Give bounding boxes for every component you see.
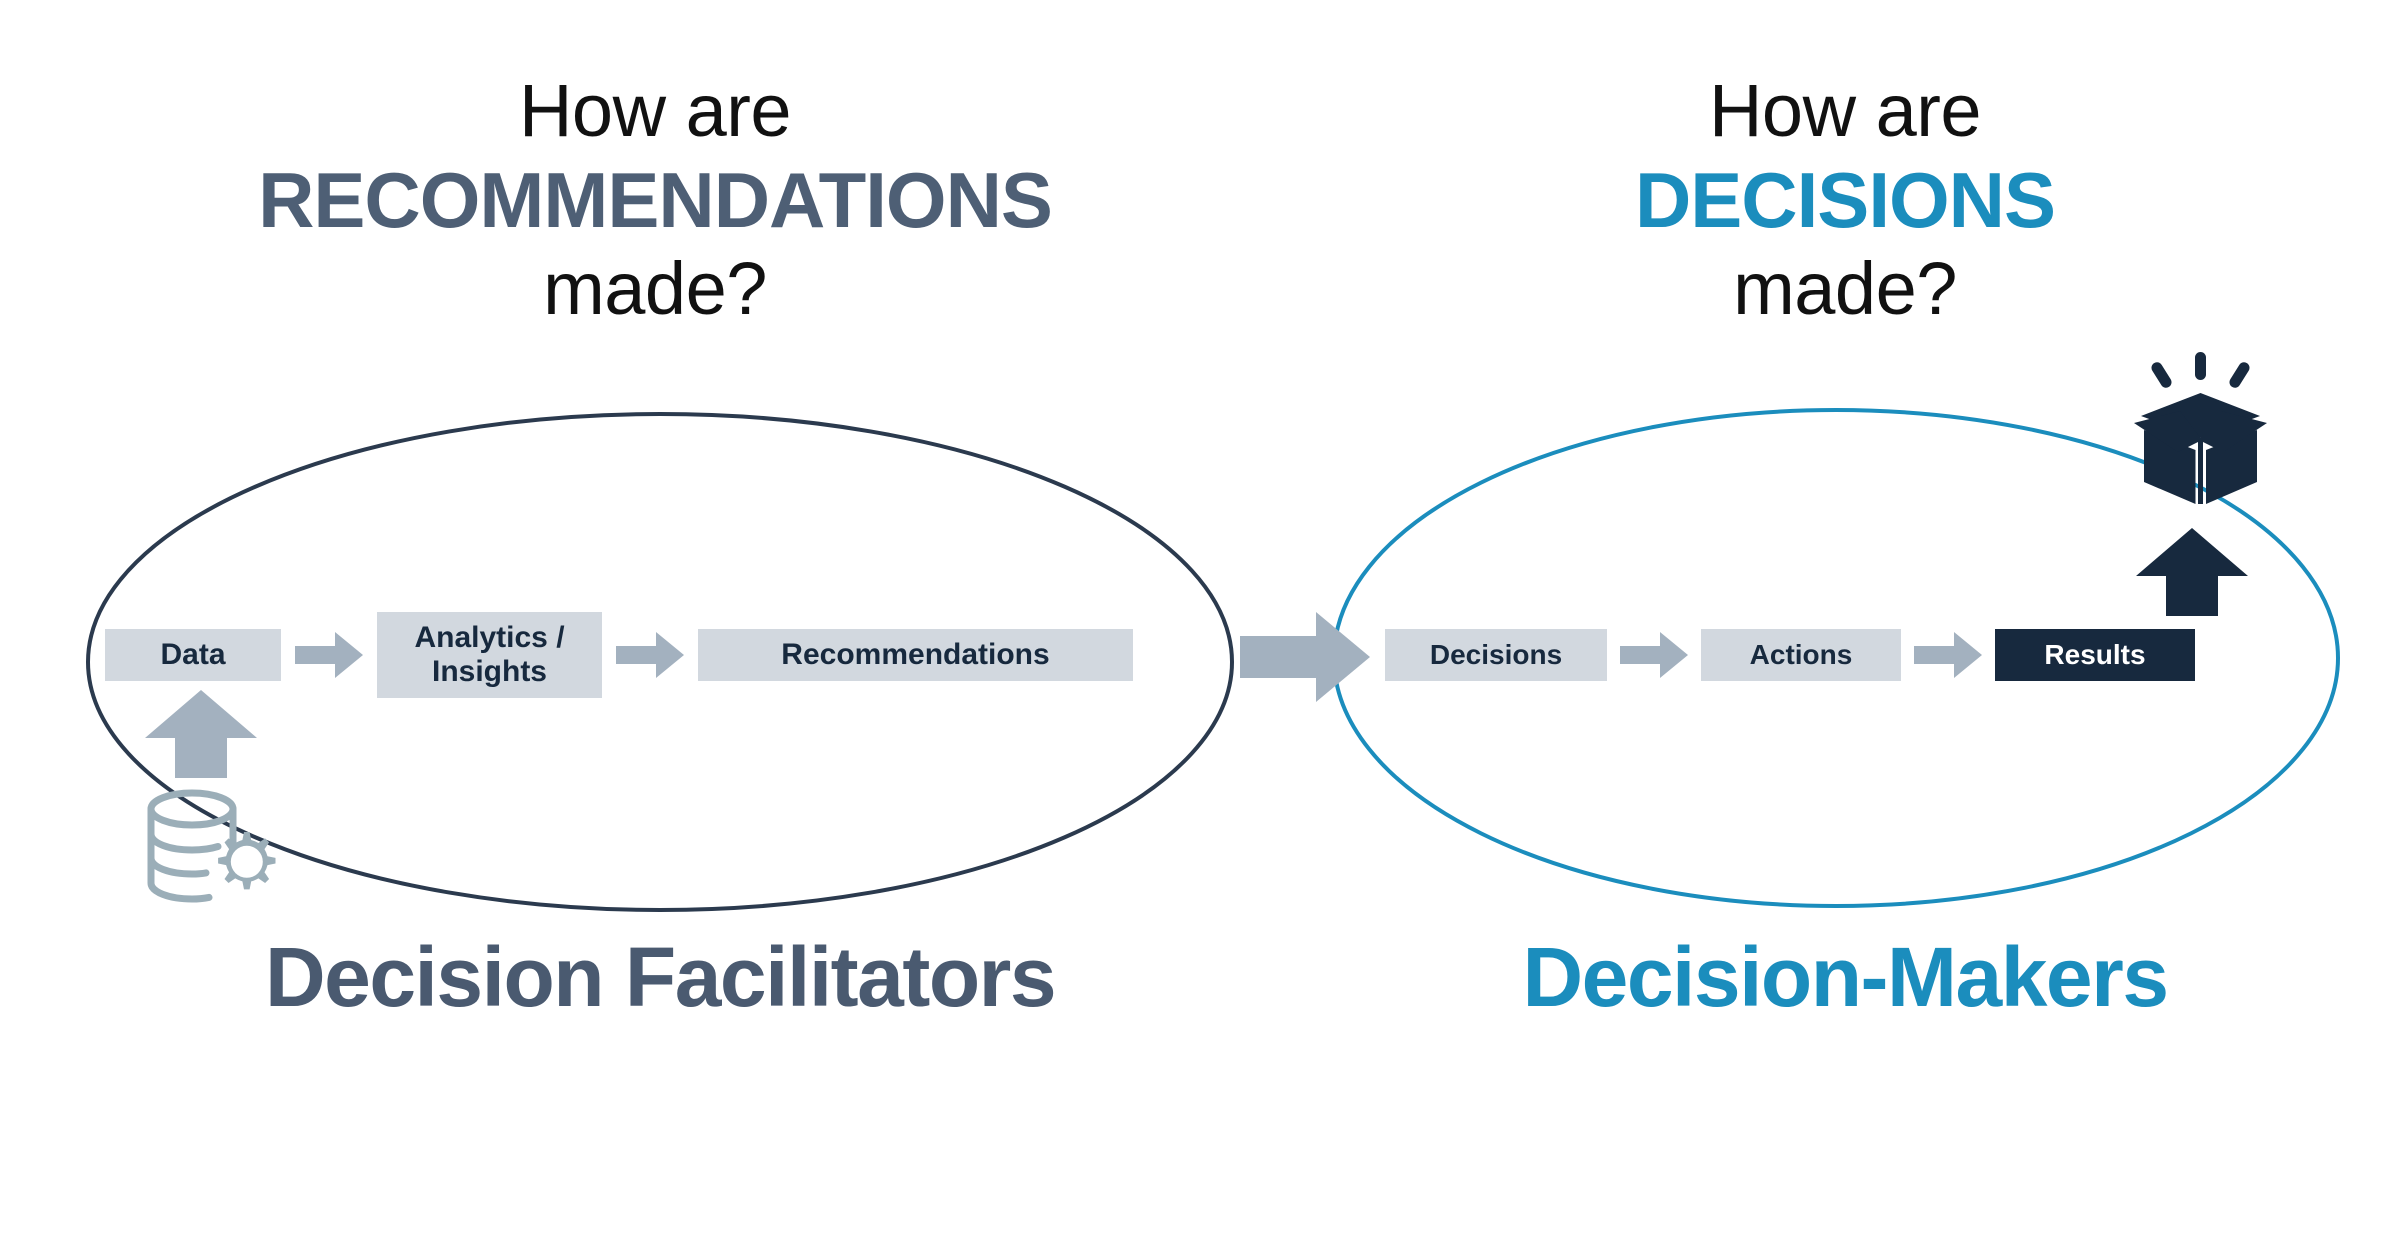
arrow-right-icon [295, 632, 363, 678]
left-heading: How are RECOMMENDATIONS made? [60, 68, 1250, 332]
arrow-up-icon [2136, 528, 2248, 616]
flow-box-analytics-insights[interactable]: Analytics / Insights [377, 612, 602, 698]
left-heading-emphasis: RECOMMENDATIONS [258, 155, 1053, 244]
right-flow-row: Decisions Actions Results [1385, 625, 2195, 685]
arrow-right-icon [616, 632, 684, 678]
arrow-up-icon [145, 690, 257, 778]
left-role-label: Decision Facilitators [264, 930, 1057, 1024]
right-role-label: Decision-Makers [1522, 930, 2169, 1024]
arrow-right-icon [1620, 632, 1688, 678]
flow-box-results[interactable]: Results [1995, 629, 2195, 681]
right-heading-emphasis: DECISIONS [1634, 155, 2056, 244]
left-flow-row: Data Analytics / Insights Recommendation… [105, 612, 1133, 698]
open-box-burst-icon [2134, 352, 2267, 504]
big-arrow-right-icon [1240, 612, 1370, 702]
left-heading-line3: made? [543, 246, 767, 330]
right-heading: How are DECISIONS made? [1340, 68, 2350, 332]
right-heading-line3: made? [1733, 246, 1957, 330]
flow-box-data[interactable]: Data [105, 629, 281, 681]
flow-box-recommendations[interactable]: Recommendations [698, 629, 1133, 681]
arrow-right-icon [1914, 632, 1982, 678]
right-heading-line1: How are [1708, 69, 1982, 152]
left-heading-line1: How are [518, 69, 792, 152]
flow-box-decisions[interactable]: Decisions [1385, 629, 1607, 681]
flow-box-actions[interactable]: Actions [1701, 629, 1901, 681]
database-gear-icon [147, 789, 276, 903]
